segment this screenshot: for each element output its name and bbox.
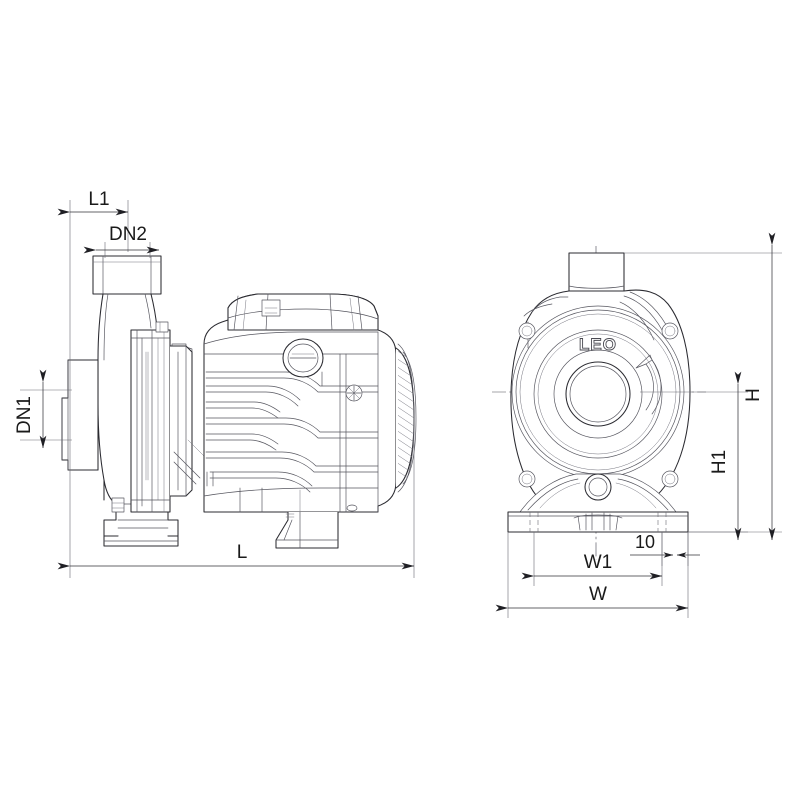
motor-body [203,293,397,513]
dimension-10: 10 [630,532,700,566]
casing-bolt-bottom [111,497,125,513]
dimension-DN2: DN2 [83,224,160,258]
motor-nameplate-boss [282,338,324,378]
base-plate [507,511,689,533]
screw-head [345,384,363,402]
rotation-direction-arrow [635,354,662,415]
dimension-label-DN1: DN1 [14,396,35,434]
dimension-DN1: DN1 [14,369,72,449]
dimension-annotations-front: H H1 10 W1 [495,232,782,618]
dimension-label-H1: H1 [709,450,730,474]
terminal-box [227,293,379,331]
brand-logo: LEO [579,335,617,354]
front-outlet-stub [568,252,625,296]
cooling-fins [205,371,379,493]
dimension-label-L1: L1 [88,189,109,210]
dimension-label-L: L [237,542,248,563]
side-elevation-view [61,255,417,549]
outlet-pipe-stub [92,255,162,501]
motor-foot-right [275,511,339,549]
dimension-label-W1: W1 [584,552,613,573]
dimension-W: W [495,532,689,618]
pump-foot-left [103,535,179,547]
dimension-H1: H1 [640,371,748,541]
dimension-label-H: H [743,388,764,402]
dimension-W1: W1 [521,532,663,586]
front-elevation-view: LEO [492,246,706,560]
fan-cover [395,343,417,493]
fan-cover-hatching [398,349,414,483]
base-support-web [519,473,677,513]
dimension-label-W: W [589,584,607,605]
pump-casing [61,321,207,545]
dimension-L1: L1 [57,189,129,364]
dimension-label-10: 10 [635,532,655,552]
dimension-L: L [57,364,415,578]
dimension-annotations-side: L1 DN2 DN1 L [14,189,415,578]
casing-bolt-bosses [518,322,679,488]
dimension-label-DN2: DN2 [109,224,147,245]
